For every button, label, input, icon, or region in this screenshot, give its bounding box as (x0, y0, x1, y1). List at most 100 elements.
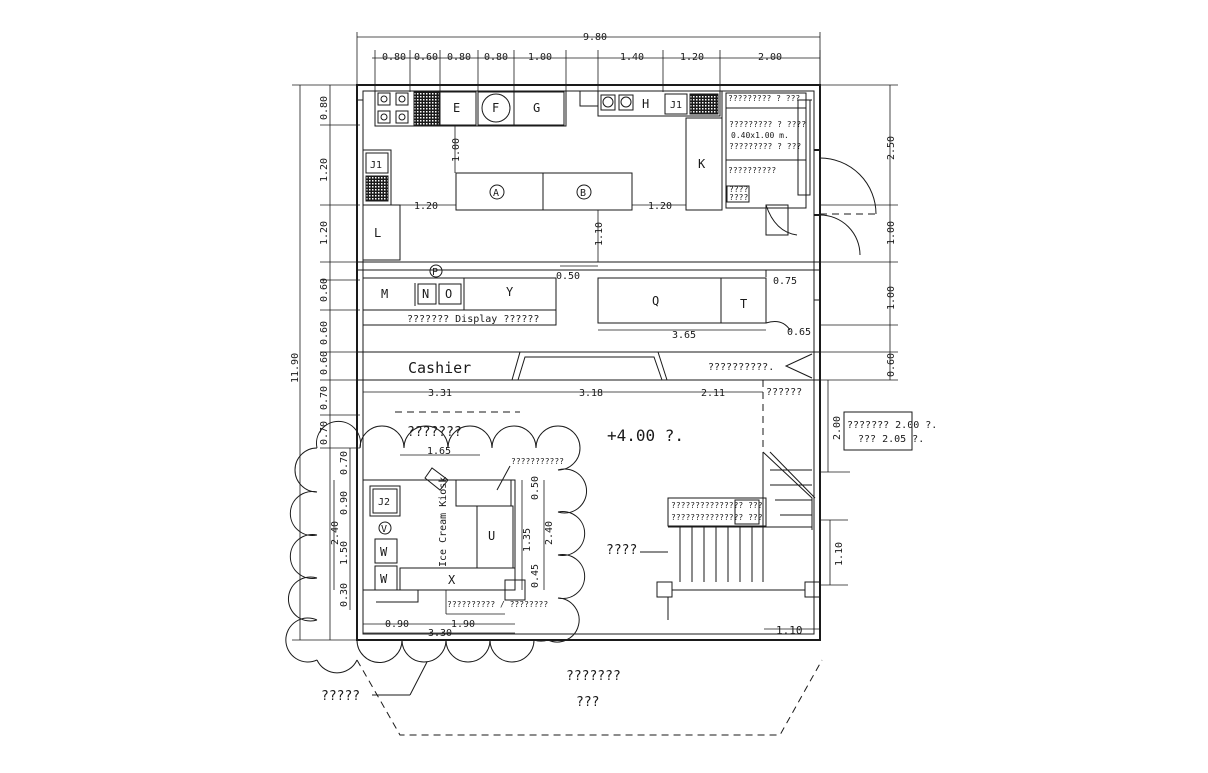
dim-left-seg2: 1.20 (319, 158, 330, 182)
label-f: F (492, 101, 499, 115)
label-m: M (381, 287, 388, 301)
left-fixtures: J1 L (362, 149, 401, 261)
left-dimensions: 11.90 0.80 1.20 1.20 0.60 0.60 0.60 0.70… (290, 84, 360, 641)
cashier-right-label-2: ?????? (766, 387, 802, 398)
dim-left-seg4: 0.60 (319, 278, 330, 302)
dim-left-total: 11.90 (290, 353, 301, 383)
dim-top-seg7: 1.20 (680, 52, 704, 63)
kiosk-top-label: ??????? (407, 425, 462, 440)
label-w-1: W (380, 545, 388, 559)
shelf-text-7: ???? (729, 193, 748, 202)
dim-right-seg4: 0.60 (886, 353, 897, 377)
top-dimensions: 9.80 0.80 0.60 0.80 0.80 1.00 1.40 1.20 … (356, 32, 821, 92)
cashier-right-label: ??????????. (708, 362, 774, 373)
dim-bottom-mid: 3.18 (579, 388, 603, 399)
label-j1-top: J1 (670, 100, 682, 111)
hatched-unit-icon (689, 93, 719, 115)
stair-table-1: ??????????????? ??? (671, 501, 763, 510)
dim-top-seg6: 1.40 (620, 52, 644, 63)
label-q: Q (652, 294, 659, 308)
label-o: O (445, 287, 452, 301)
label-a: A (493, 188, 499, 199)
floor-level-label: +4.00 ?. (607, 426, 684, 445)
stair-treads (679, 469, 812, 582)
dim-kiosk-height-left: 2.40 (330, 521, 341, 545)
dim-right-seg3: 1.00 (886, 286, 897, 310)
dim-kiosk-bottom-1: 0.90 (385, 619, 409, 630)
shelf-text-6: ???? (729, 185, 748, 194)
dim-counter-depth: 1.00 (451, 138, 462, 162)
dim-b-right: 1.20 (648, 201, 672, 212)
dim-kiosk-width: 1.65 (427, 446, 451, 457)
label-u: U (488, 529, 495, 543)
stove-icon (377, 92, 409, 124)
shelf-text-3: 0.40x1.00 m. (731, 131, 789, 140)
dim-stair-bottom: 1.10 (834, 542, 845, 566)
dim-top-seg2: 0.60 (414, 52, 438, 63)
dim-right-seg2: 1.00 (886, 221, 897, 245)
shelf-text-2: ????????? ? ???? (729, 120, 806, 129)
label-k: K (698, 157, 706, 171)
label-w-2: W (380, 572, 388, 586)
dim-q-length: 3.65 (672, 330, 696, 341)
dim-bottom-right: 2.11 (701, 388, 725, 399)
dim-left-seg1: 0.80 (319, 96, 330, 120)
dim-stair-bottom-w: 1.10 (776, 624, 803, 637)
outside-mid-label: ??????? (566, 669, 621, 684)
dim-left-seg3: 1.20 (319, 221, 330, 245)
hatched-left-icon (365, 175, 389, 202)
kitchen-top-row: E F G H J1 K ????????? ? ??? ??? (374, 90, 877, 256)
kiosk-bottom-text: ?????????? / ???????? (447, 600, 548, 609)
kiosk-callout: ??????????? (511, 457, 564, 466)
dim-kiosk-inner-h: 0.50 (530, 476, 541, 500)
outside-left-label: ????? (321, 689, 360, 704)
kiosk-label: Ice Cream Kiosk (438, 477, 449, 567)
outside-mid-label-2: ??? (576, 695, 599, 710)
dim-top-seg5: 1.00 (528, 52, 552, 63)
dim-bottom-left: 3.31 (428, 388, 452, 399)
center-island: A B 1.20 1.20 1.00 1.10 (363, 126, 686, 262)
cashier-label: Cashier (408, 359, 471, 377)
dim-kiosk-inner-h2: 1.35 (522, 528, 533, 552)
label-g: G (533, 101, 540, 115)
label-p: P (432, 267, 438, 278)
dim-top-seg8: 2.00 (758, 52, 782, 63)
dim-top-seg4: 0.80 (484, 52, 508, 63)
dim-top-seg3: 0.80 (447, 52, 471, 63)
display-row: P N O M Y ??????? Display ?????? Q T 3.6… (362, 264, 820, 341)
label-t: T (740, 297, 747, 311)
label-l: L (374, 226, 381, 240)
label-j1-left: J1 (370, 160, 382, 171)
dim-top-total: 9.80 (583, 32, 607, 43)
label-e: E (453, 101, 460, 115)
dim-kiosk-inner-h3: 0.45 (530, 564, 541, 588)
shelving: ????????? ? ??? ????????? ? ???? 0.40x1.… (721, 91, 812, 210)
ice-cream-kiosk: J2 V W W X U Ice Cream Kiosk ???????????… (285, 420, 588, 674)
label-h: H (642, 97, 649, 111)
dim-q-right: 0.75 (773, 276, 797, 287)
dim-kiosk-bottom-2: 1.90 (451, 619, 475, 630)
dim-t-right: 0.65 (787, 327, 811, 338)
dim-kiosk-seg4: 0.30 (339, 583, 350, 607)
stair-note: ??????? 2.00 ?. (847, 420, 937, 431)
grill-icon (413, 91, 440, 126)
dim-left-seg8: 0.70 (319, 421, 330, 445)
dim-a-left: 1.20 (414, 201, 438, 212)
display-label: ??????? Display ?????? (407, 314, 539, 325)
dim-kiosk-seg1: 0.70 (339, 451, 350, 475)
shelf-text-4: ????????? ? ??? (729, 142, 801, 151)
exterior: ????? ??????? ??? (321, 659, 823, 736)
shelf-text-1: ????????? ? ??? (728, 94, 800, 103)
dim-kiosk-seg2: 0.90 (339, 491, 350, 515)
staircase: ??????????????? ??? ??????????????? ??? … (656, 380, 937, 637)
label-y: Y (506, 285, 514, 299)
dim-left-seg7: 0.70 (319, 386, 330, 410)
kiosk-awning (285, 420, 588, 674)
right-dimensions: 2.50 1.00 1.00 0.60 (820, 84, 898, 381)
dim-kiosk-seg3: 1.50 (339, 541, 350, 565)
dim-gap: 0.50 (556, 271, 580, 282)
label-v: V (381, 524, 387, 535)
floor-area-label: ???? (606, 543, 637, 558)
label-x: X (448, 573, 456, 587)
